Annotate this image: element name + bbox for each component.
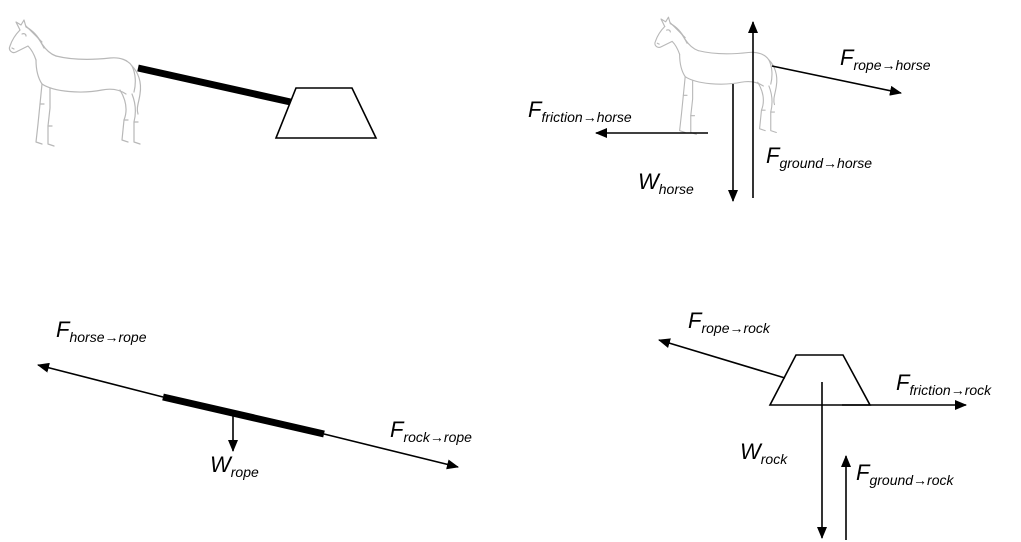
label-main: F xyxy=(896,370,911,395)
horse-free-body-diagram: Frope→horse Ffriction→horse Fground→hors… xyxy=(528,16,931,202)
label-subscript: friction→horse xyxy=(541,109,631,125)
rope-icon xyxy=(137,64,296,107)
horse-icon xyxy=(8,19,142,147)
label-main: F xyxy=(766,143,781,168)
label-f-horse-rope: Fhorse→rope xyxy=(56,317,147,345)
label-main: F xyxy=(688,308,703,333)
label-f-rope-rock: Frope→rock xyxy=(688,308,771,336)
label-main: W xyxy=(638,169,661,194)
label-main: F xyxy=(840,45,855,70)
rope-on-rock-arrow xyxy=(658,338,786,379)
label-main: F xyxy=(390,417,405,442)
label-subscript: rock xyxy=(761,451,788,467)
label-subscript: rock→rope xyxy=(403,429,472,445)
rope-icon xyxy=(162,393,325,438)
label-f-rope-horse: Frope→horse xyxy=(840,45,931,73)
horse-rope-rock-scene xyxy=(8,19,378,147)
label-f-friction-rock: Ffriction→rock xyxy=(896,370,992,398)
horse-icon xyxy=(654,16,778,135)
label-w-rock: Wrock xyxy=(740,439,788,467)
rope-free-body-diagram: Fhorse→rope Frock→rope Wrope xyxy=(37,317,472,480)
rock-icon xyxy=(274,87,378,139)
label-main: F xyxy=(528,97,543,122)
label-f-rock-rope: Frock→rope xyxy=(390,417,472,445)
label-f-ground-horse: Fground→horse xyxy=(766,143,872,171)
rock-free-body-diagram: Frope→rock Ffriction→rock Wrock Fground→… xyxy=(658,308,992,540)
label-main: W xyxy=(210,452,233,477)
label-subscript: friction→rock xyxy=(909,382,992,398)
rock-icon xyxy=(768,354,872,406)
label-subscript: horse→rope xyxy=(69,329,146,345)
label-subscript: ground→rock xyxy=(869,472,954,488)
label-subscript: horse xyxy=(659,181,694,197)
label-subscript: rope→rock xyxy=(701,320,770,336)
label-f-friction-horse: Ffriction→horse xyxy=(528,97,632,125)
label-main: F xyxy=(856,460,871,485)
label-subscript: ground→horse xyxy=(779,155,872,171)
label-w-horse: Whorse xyxy=(638,169,694,197)
label-main: W xyxy=(740,439,763,464)
label-f-ground-rock: Fground→rock xyxy=(856,460,954,488)
label-subscript: rope xyxy=(231,464,259,480)
label-w-rope: Wrope xyxy=(210,452,259,480)
rope-on-horse-arrow xyxy=(771,65,902,96)
horse-on-rope-arrow xyxy=(37,362,164,398)
rock-on-rope-arrow xyxy=(323,433,459,470)
label-main: F xyxy=(56,317,71,342)
label-subscript: rope→horse xyxy=(853,57,930,73)
